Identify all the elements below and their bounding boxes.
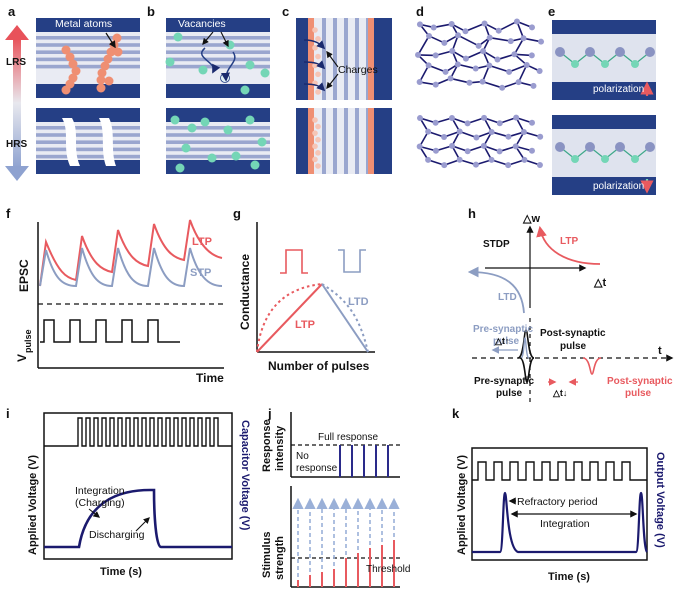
pre-synaptic-2-pulse: pulse <box>496 388 523 399</box>
metal-atoms-label: Metal atoms <box>55 18 112 30</box>
applied-voltage-square-wave <box>44 417 232 447</box>
panel-letter-g: g <box>233 206 241 221</box>
hrs-label: HRS <box>6 139 27 150</box>
pre-synaptic-1-label: Pre-synaptic <box>473 324 533 335</box>
panel-a-top-layers <box>36 18 140 98</box>
ltp-label-g: LTP <box>295 319 315 331</box>
stdp-label: STDP <box>483 239 510 250</box>
delta-w-label: △w <box>522 213 540 225</box>
voltage-pulse-train <box>40 319 180 343</box>
integration-label-k: Integration <box>540 518 590 530</box>
applied-voltage-axis-label-k: Applied Voltage (V) <box>456 455 468 555</box>
pre-synaptic-1-pulse: pulse <box>493 336 520 347</box>
panel-g-axes <box>256 222 375 353</box>
ltd-label-h: LTD <box>498 292 517 303</box>
vacancies-label: Vacancies <box>178 18 226 30</box>
time-label-f: Time <box>196 371 224 385</box>
polarization-top-label: polarization <box>593 84 644 95</box>
output-spikes <box>472 491 649 554</box>
panel-i-frame <box>43 412 233 560</box>
conductance-label: Conductance <box>238 254 252 330</box>
polarization-bottom-label: polarization <box>593 181 644 192</box>
capacitor-voltage-axis-label: Capacitor Voltage (V) <box>239 420 251 531</box>
dt-down-label: △t↓ <box>552 388 567 398</box>
stp-label-f: STP <box>190 267 211 279</box>
delta-t-axis-label: △t <box>593 277 606 289</box>
metal-atom-filaments <box>61 33 123 95</box>
charges-label: Charges <box>338 64 378 76</box>
time-axis-label-h: t <box>658 345 662 357</box>
panel-k-frame <box>471 447 648 561</box>
pre-synaptic-2-label: Pre-synaptic <box>474 376 534 387</box>
crystalline-lattice <box>415 18 545 91</box>
no-response-label-1: No <box>296 451 309 462</box>
stp-curve <box>39 247 223 288</box>
panel-c-bottom-layers <box>296 108 392 174</box>
panel-h-axes <box>472 225 674 403</box>
panel-a-bottom-layers <box>36 108 140 174</box>
panel-letter-i: i <box>6 406 10 421</box>
time-label-i: Time (s) <box>100 566 142 578</box>
panel-f-axes <box>37 222 224 369</box>
applied-voltage-square-wave-k <box>472 461 647 481</box>
ltd-label-g: LTD <box>348 296 369 308</box>
amorphous-lattice <box>416 114 544 169</box>
panel-letter-f: f <box>6 206 11 221</box>
integration-label: Integration <box>75 485 125 497</box>
capacitor-voltage-curve <box>44 488 232 549</box>
response-axis-label-2: intensity <box>274 425 286 471</box>
panel-letter-h: h <box>468 206 476 221</box>
ltp-curve <box>39 219 223 287</box>
panel-letter-k: k <box>452 406 460 421</box>
ruptured-filament-gaps <box>62 118 116 166</box>
lrs-hrs-arrow <box>5 25 29 181</box>
vacancy-migration-arrows <box>201 31 236 82</box>
ltp-label-h: LTP <box>560 236 578 247</box>
charge-arrows <box>303 39 339 92</box>
post-synaptic-2-pulse: pulse <box>625 388 652 399</box>
number-of-pulses-label: Number of pulses <box>268 359 370 373</box>
stimulus-axis-label-2: strength <box>274 536 286 580</box>
refractory-period-label: Refractory period <box>517 496 598 508</box>
panel-letter-c: c <box>282 4 289 19</box>
stimulus-axis-label-1: Stimulus <box>261 532 273 578</box>
time-label-k: Time (s) <box>548 571 590 583</box>
panel-g-curves <box>256 283 369 353</box>
ltp-label-f: LTP <box>192 236 212 248</box>
full-response-label: Full response <box>318 432 378 443</box>
no-response-label-2: response <box>296 463 338 474</box>
dt-up-label: △t↑ <box>494 336 509 346</box>
ltp-stdp-curve <box>536 225 601 265</box>
panel-letter-d: d <box>416 4 424 19</box>
panel-b-top-layers <box>166 18 270 98</box>
epsc-label: EPSC <box>17 259 31 292</box>
panel-letter-b: b <box>147 4 155 19</box>
svg-text:pulse: pulse <box>23 329 33 353</box>
panel-letter-e: e <box>548 4 555 19</box>
panel-letter-a: a <box>8 4 16 19</box>
threshold-label: Threshold <box>366 564 410 575</box>
panel-letter-j: j <box>267 406 272 421</box>
panel-j-bars <box>292 445 400 587</box>
response-axis-label-1: Response <box>261 419 273 472</box>
spike-pulses-h <box>517 329 602 383</box>
post-synaptic-1-label: Post-synaptic <box>540 328 606 339</box>
charging-label: (Charging) <box>75 497 125 509</box>
ferroelectric-panel <box>552 20 656 195</box>
ltd-stdp-curve <box>467 266 525 314</box>
lrs-label: LRS <box>6 57 26 68</box>
potentiation-pulse-icon <box>280 249 308 274</box>
svg-text:V: V <box>15 354 29 362</box>
applied-voltage-axis-label-i: Applied Voltage (V) <box>27 455 39 555</box>
panel-c-top-layers <box>296 18 392 100</box>
post-synaptic-1-pulse: pulse <box>560 341 587 352</box>
output-voltage-axis-label: Output Voltage (V) <box>654 452 666 548</box>
depression-pulse-icon <box>338 249 366 273</box>
discharging-label: Discharging <box>89 529 145 541</box>
vpulse-label: V pulse <box>15 329 33 362</box>
post-synaptic-2-label: Post-synaptic <box>607 376 673 387</box>
